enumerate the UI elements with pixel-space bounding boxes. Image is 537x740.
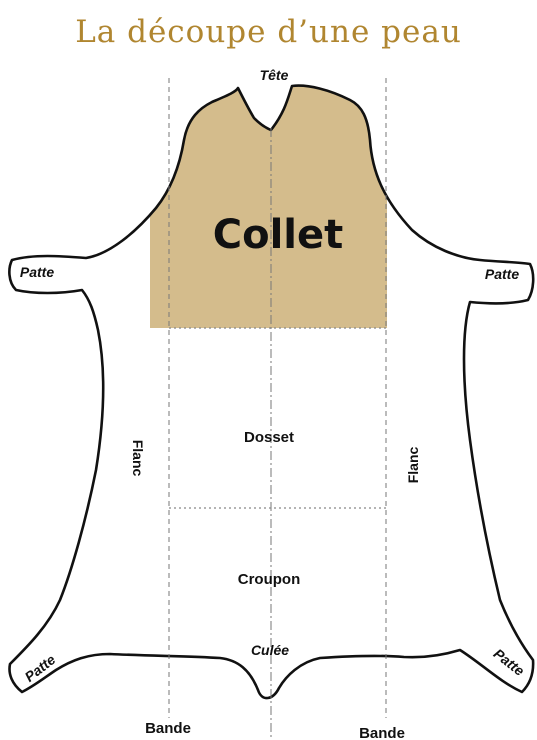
label-tete: Tête [260, 67, 289, 83]
label-collet: Collet [213, 212, 344, 258]
label-patte-right-top: Patte [485, 266, 519, 282]
label-croupon: Croupon [238, 571, 300, 588]
label-patte-right-bottom: Patte [491, 645, 528, 679]
page-title: La découpe d’une peau [75, 14, 462, 50]
label-bande-right: Bande [359, 725, 405, 740]
label-culee: Culée [251, 642, 289, 658]
label-patte-left-top: Patte [20, 264, 54, 280]
label-flanc-right: Flanc [405, 447, 421, 484]
hide-outline [8, 84, 535, 700]
label-dosset: Dosset [244, 429, 294, 446]
label-flanc-left: Flanc [130, 440, 146, 477]
label-bande-left: Bande [145, 720, 191, 737]
